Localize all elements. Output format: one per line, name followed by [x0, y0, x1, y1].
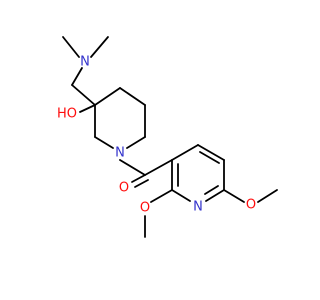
bond-carbonyl-to-ring [144, 159, 173, 176]
bond-c4-c5 [119, 87, 146, 106]
dimethylamine-nitrogen: N [80, 55, 90, 70]
bond-py-c4-c5-inner [199, 151, 220, 164]
bond-ch2-c3 [71, 84, 96, 106]
bond-nme-left [62, 36, 80, 58]
bond-carbonyl-double-b [134, 179, 149, 188]
bond-c3-c4 [94, 87, 121, 106]
bond-py-c6-ome [223, 189, 245, 203]
bond-nme-right [90, 36, 109, 58]
structure-canvas: N HO N O N O O [57, 36, 278, 238]
bond-n-ch2 [71, 67, 83, 86]
bond-n1-c2 [94, 136, 114, 149]
bond-c3-oh [79, 104, 96, 113]
bond-py-c2-ome [150, 189, 173, 203]
hydroxyl-group: HO [57, 107, 77, 122]
bond-py-n-c2 [171, 189, 191, 202]
bond-carbonyl-double-a [131, 174, 146, 183]
bond-n1-carbonyl-c [119, 159, 146, 176]
atom-label-layer: N HO N O N O O [57, 55, 256, 216]
bond-ome-right-ch3 [257, 189, 278, 203]
bond-py-c4-c5 [197, 144, 225, 161]
bond-layer [62, 36, 278, 238]
bond-py-c6-n [205, 189, 225, 202]
bond-py-c3-c4 [171, 144, 199, 161]
carbonyl-oxygen: O [119, 181, 129, 196]
molecule-drawing: N HO N O N O O [57, 36, 278, 238]
bond-py-c6-n-inner [204, 185, 219, 195]
piperidine-nitrogen: N [115, 146, 125, 161]
pyridine-nitrogen: N [193, 200, 203, 215]
methoxy-oxygen-right: O [246, 198, 256, 213]
methoxy-oxygen-left: O [140, 201, 150, 216]
bond-c6-n1 [126, 136, 146, 149]
